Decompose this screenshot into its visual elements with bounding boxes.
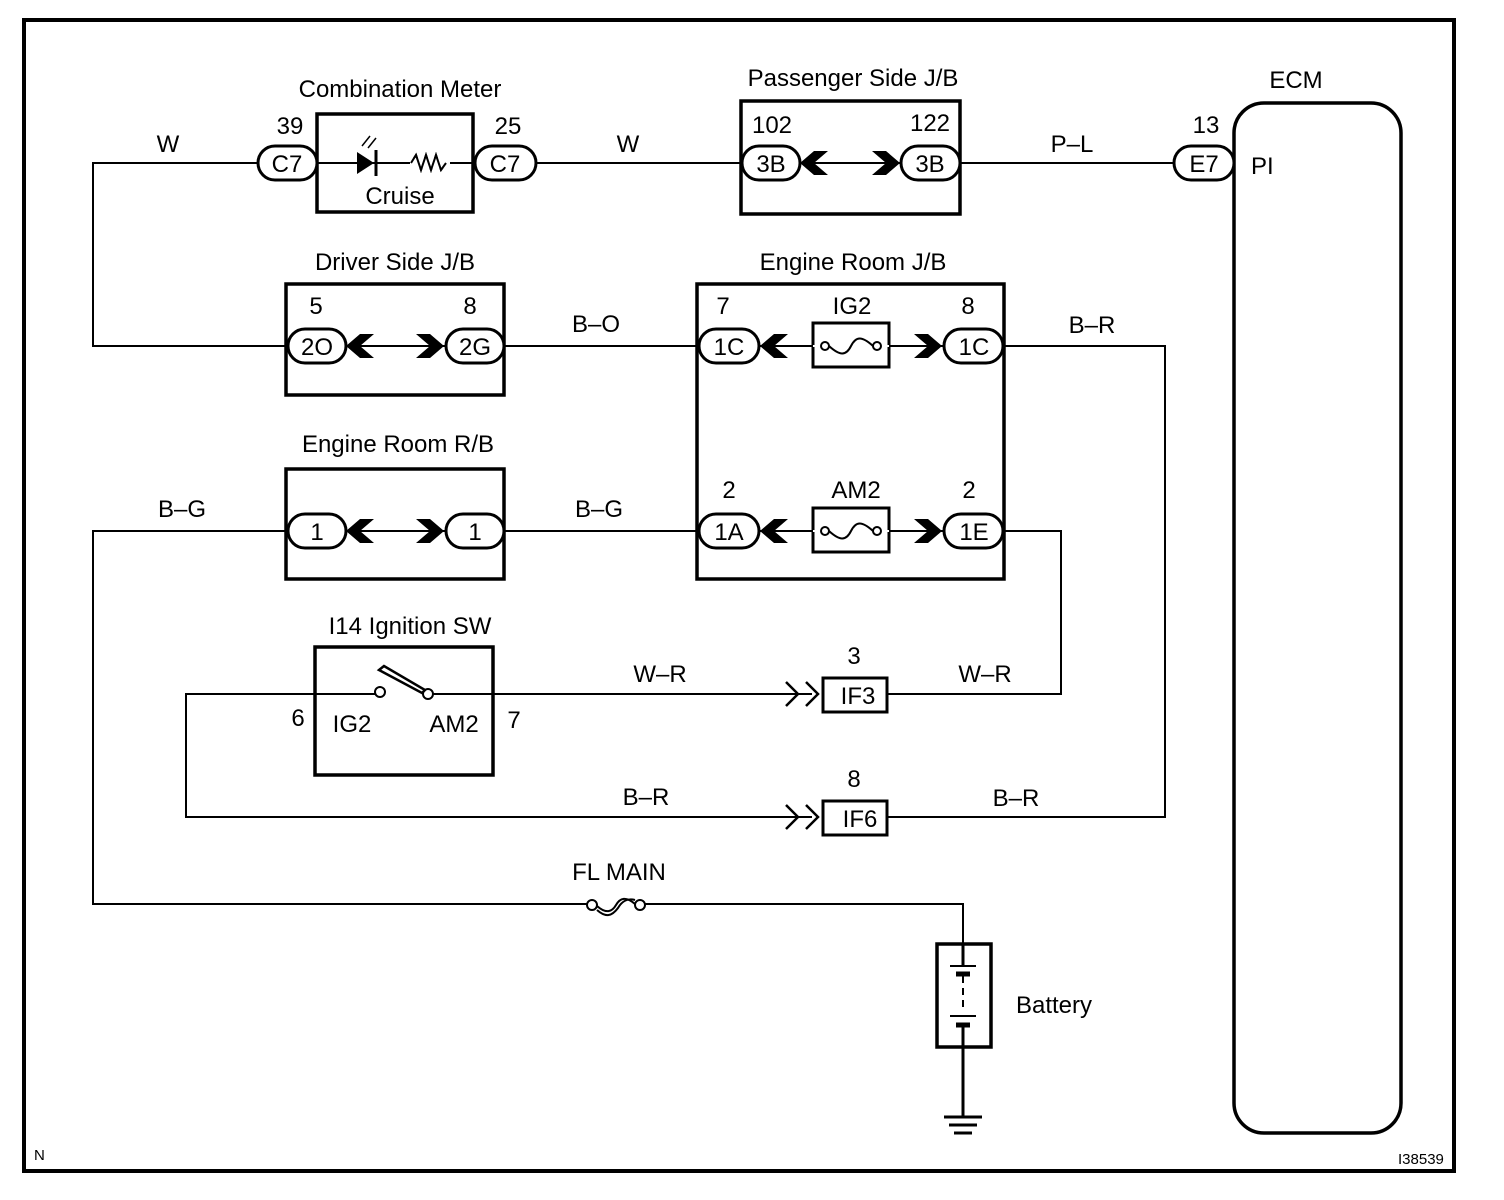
svg-text:3B: 3B <box>756 151 785 178</box>
connector-1-right <box>444 512 506 550</box>
passenger-jb-title: Passenger Side J/B <box>748 65 959 92</box>
combination-meter-title: Combination Meter <box>299 76 502 103</box>
wire-label-b-g-left: B–G <box>158 496 206 523</box>
wire-b-r-bottom <box>185 693 812 818</box>
connector-1e <box>942 512 1005 550</box>
svg-text:1: 1 <box>310 519 323 546</box>
battery: Battery <box>935 942 1092 1135</box>
battery-label: Battery <box>1016 992 1092 1019</box>
engine-room-rb: Engine Room R/B 1 1 <box>284 431 506 581</box>
figure-id: I38539 <box>1398 1151 1444 1168</box>
if6-pin: 8 <box>847 766 860 793</box>
connector-3b-left <box>740 144 802 182</box>
connector-1-left <box>286 512 348 550</box>
connector-e7 <box>1172 144 1236 182</box>
fl-main-label: FL MAIN <box>572 859 666 886</box>
ignition-switch: I14 Ignition SW IG2 AM2 6 7 <box>291 613 521 777</box>
connector-c7-right <box>473 144 538 182</box>
if3-pin: 3 <box>847 643 860 670</box>
pin-2-1e: 2 <box>962 477 975 504</box>
svg-text:1: 1 <box>468 519 481 546</box>
pin-102: 102 <box>752 112 792 139</box>
wire-label-w-mid: W <box>617 131 640 158</box>
pin-8: 8 <box>463 293 476 320</box>
if6-label: IF6 <box>843 806 878 833</box>
engine-room-rb-title: Engine Room R/B <box>302 431 494 458</box>
svg-text:1A: 1A <box>714 519 743 546</box>
fuse-ig2-icon <box>813 337 889 355</box>
chevron-icon <box>785 681 800 707</box>
pin-8-1c: 8 <box>961 293 974 320</box>
wire-label-w-r-left: W–R <box>633 661 686 688</box>
connector-c7-left <box>256 144 319 182</box>
wire-label-b-r-top: B–R <box>1069 312 1116 339</box>
outer-frame <box>22 18 1456 1173</box>
pin-122: 122 <box>910 110 950 137</box>
pin-25: 25 <box>495 113 522 140</box>
wire-b-r-top <box>888 345 1166 818</box>
connector-1a <box>697 512 761 550</box>
combination-meter: Combination Meter Cruise 39 C7 25 C7 <box>256 76 538 214</box>
svg-text:2G: 2G <box>459 334 491 361</box>
wire-label-b-r-bottom-right: B–R <box>993 785 1040 812</box>
pin-2-1a: 2 <box>722 477 735 504</box>
svg-text:E7: E7 <box>1189 151 1218 178</box>
engine-room-jb-title: Engine Room J/B <box>760 249 947 276</box>
svg-text:C7: C7 <box>272 151 303 178</box>
wire-label-b-g-mid: B–G <box>575 496 623 523</box>
pin-6: 6 <box>291 705 304 732</box>
wire-fl-main-battery <box>644 903 964 944</box>
driver-side-jb: Driver Side J/B 5 2O 8 2G <box>284 249 506 397</box>
pin-5: 5 <box>309 293 322 320</box>
wire-w-r-right <box>888 530 1062 695</box>
if3-label: IF3 <box>841 683 876 710</box>
pin-7-sw: 7 <box>507 707 520 734</box>
svg-text:1E: 1E <box>959 519 988 546</box>
fuse-ig2-label: IG2 <box>833 293 872 320</box>
driver-jb-title: Driver Side J/B <box>315 249 475 276</box>
connector-3b-right <box>899 144 962 182</box>
terminal-pi: PI <box>1251 153 1274 180</box>
wire-label-w-r-right: W–R <box>958 661 1011 688</box>
pin-39: 39 <box>277 113 304 140</box>
wire-b-g-left <box>92 530 588 905</box>
connector-1c-left <box>697 327 761 365</box>
fuse-am2-label: AM2 <box>831 477 880 504</box>
passenger-side-jb: Passenger Side J/B 102 3B 122 3B <box>739 65 962 216</box>
terminal-am2: AM2 <box>429 711 478 738</box>
connector-2g <box>444 327 506 365</box>
svg-text:1C: 1C <box>714 334 745 361</box>
corner-label: N <box>34 1147 45 1164</box>
cruise-label: Cruise <box>365 183 434 210</box>
indicator-led-icon <box>357 135 378 176</box>
fuse-am2-icon <box>813 522 889 540</box>
wire-label-b-o: B–O <box>572 311 620 338</box>
fusible-link-icon <box>586 897 646 916</box>
pin-7: 7 <box>716 293 729 320</box>
ignition-sw-title: I14 Ignition SW <box>329 613 492 640</box>
ecm: ECM 13 E7 PI <box>1172 67 1403 1135</box>
ground-icon <box>944 1115 982 1135</box>
wire-label-p-l: P–L <box>1051 131 1094 158</box>
svg-text:1C: 1C <box>959 334 990 361</box>
wire-label-w-left: W <box>157 131 180 158</box>
engine-room-jb: Engine Room J/B IG2 7 1C 8 1C AM2 <box>695 249 1006 581</box>
svg-text:2O: 2O <box>301 334 333 361</box>
connector-if6: IF6 8 <box>785 766 889 837</box>
connector-1c-right <box>942 327 1005 365</box>
wire-label-b-r-bottom-left: B–R <box>623 784 670 811</box>
battery-icon <box>950 944 976 1047</box>
ecm-box <box>1232 101 1403 1135</box>
svg-text:3B: 3B <box>915 151 944 178</box>
wire-w-left <box>92 162 288 347</box>
ecm-title: ECM <box>1269 67 1322 94</box>
connector-if3: IF3 3 <box>785 643 889 714</box>
connector-2o <box>286 327 348 365</box>
switch-contact-icon <box>374 664 434 700</box>
terminal-ig2: IG2 <box>333 711 372 738</box>
svg-text:C7: C7 <box>490 151 521 178</box>
pin-13: 13 <box>1193 112 1220 139</box>
chevron-icon <box>785 804 800 830</box>
